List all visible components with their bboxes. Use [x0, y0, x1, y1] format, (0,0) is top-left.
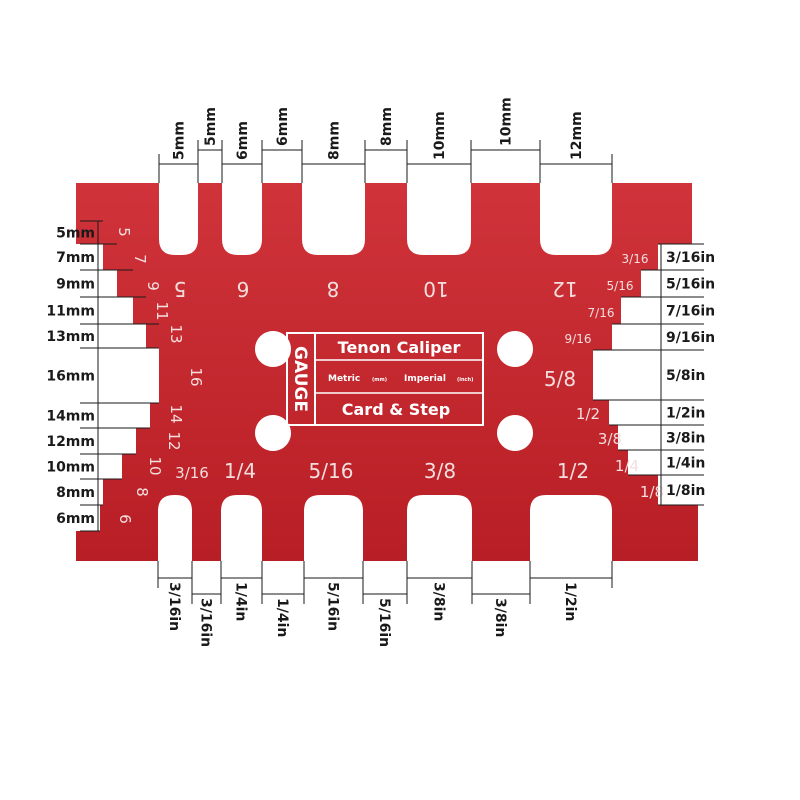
top-slot-dim-label: 6mm	[235, 121, 251, 160]
right-step-dim-label: 1/2in	[666, 406, 705, 422]
metric-unit: (mm)	[372, 377, 387, 383]
top-slot-engraving: 12	[552, 277, 577, 301]
right-step-engraving: 9/16	[565, 332, 592, 346]
top-slot-dim-label: 5mm	[203, 107, 219, 146]
top-slot-engraving: 10	[423, 277, 448, 301]
top-slot-dim-label: 5mm	[172, 121, 188, 160]
card-subtitle: Card & Step	[342, 400, 450, 419]
right-step-dim-label: 3/8in	[666, 431, 705, 447]
left-step-dim-label: 13mm	[46, 329, 95, 345]
imperial-label: Imperial	[404, 374, 446, 384]
label-panel: GAUGE Tenon Caliper Metric (mm) Imperial…	[286, 332, 484, 426]
left-step-engraving: 11	[153, 301, 171, 320]
gauge-card-body	[76, 183, 698, 561]
bottom-slot-dim-label: 1/2in	[562, 582, 578, 621]
right-step-engraving: 1/4	[615, 457, 639, 475]
top-slot-engraving: 8	[327, 277, 340, 301]
bottom-slot-engraving: 1/2	[557, 459, 589, 483]
left-step-dim-label: 6mm	[56, 511, 95, 527]
right-step-engraving: 3/16	[622, 252, 649, 266]
dimension-lines: 5mm 5mm 6mm 6mm 8mm 8mm 10mm 10mm 12mm 3/16in 3/16…	[46, 97, 715, 647]
top-slot-engraving: 5	[174, 277, 187, 301]
bottom-slot-dim-label: 3/8in	[492, 598, 508, 637]
left-step-engraving: 7	[131, 254, 149, 264]
right-step-engraving: 5/16	[607, 279, 634, 293]
left-step-engraving: 16	[187, 367, 205, 386]
left-step-engraving: 13	[167, 324, 185, 343]
bottom-slot-dim-label: 1/4in	[274, 598, 290, 637]
top-slot-dim-label: 8mm	[327, 121, 343, 160]
left-step-engraving: 14	[167, 404, 185, 423]
left-step-dim-label: 7mm	[56, 250, 95, 266]
right-step-dim-label: 5/16in	[666, 277, 715, 293]
bottom-slot-engraving: 3/16	[175, 464, 209, 482]
left-step-engraving: 9	[144, 281, 162, 291]
bottom-slot-dim-label: 1/4in	[233, 582, 249, 621]
right-step-dim-label: 3/16in	[666, 250, 715, 266]
card-title: Tenon Caliper	[338, 338, 461, 357]
bottom-slot-dim-label: 3/16in	[198, 598, 214, 647]
right-step-engraving: 3/8	[598, 430, 622, 448]
left-step-dim-label: 11mm	[46, 304, 95, 320]
left-step-dim-label: 14mm	[46, 409, 95, 425]
left-step-dim-label: 9mm	[56, 277, 95, 293]
bottom-slot-dim-label: 3/8in	[431, 582, 447, 621]
left-step-engraving: 8	[133, 487, 151, 497]
left-step-engraving: 10	[146, 456, 164, 475]
right-step-engraving: 1/2	[576, 405, 600, 423]
left-step-dim-label: 16mm	[46, 369, 95, 385]
left-step-dim-label: 8mm	[56, 485, 95, 501]
right-step-dim-label: 1/4in	[666, 456, 705, 472]
top-slot-dim-label: 10mm	[499, 97, 515, 146]
right-step-dim-label: 7/16in	[666, 304, 715, 320]
left-step-dim-label: 12mm	[46, 434, 95, 450]
top-slot-engraving: 6	[237, 277, 250, 301]
top-slot-dim-label: 8mm	[379, 107, 395, 146]
bottom-slot-engraving: 1/4	[224, 459, 256, 483]
left-step-engraving: 5	[115, 227, 133, 237]
right-step-engraving: 1/8	[640, 483, 664, 501]
top-slot-dim-label: 10mm	[432, 111, 448, 160]
left-step-dim-label: 10mm	[46, 460, 95, 476]
gauge-side-label: GAUGE	[290, 346, 310, 412]
top-slot-dim-label: 12mm	[569, 111, 585, 160]
imperial-unit: (inch)	[457, 377, 473, 383]
left-step-engraving: 6	[116, 514, 134, 524]
right-step-dim-label: 9/16in	[666, 330, 715, 346]
right-step-engraving: 7/16	[588, 306, 615, 320]
right-step-dim-label: 1/8in	[666, 483, 705, 499]
bottom-slot-dim-label: 5/16in	[376, 598, 392, 647]
left-step-dim-label: 5mm	[56, 226, 95, 242]
metric-label: Metric	[328, 374, 360, 384]
bottom-slot-engraving: 5/16	[309, 459, 354, 483]
right-step-dim-label: 5/8in	[666, 368, 705, 384]
bottom-slot-dim-label: 3/16in	[166, 582, 182, 631]
bottom-slot-engraving: 3/8	[424, 459, 456, 483]
top-slot-dim-label: 6mm	[275, 107, 291, 146]
right-step-engraving: 5/8	[544, 367, 576, 391]
left-step-engraving: 12	[165, 431, 183, 450]
bottom-slot-dim-label: 5/16in	[325, 582, 341, 631]
